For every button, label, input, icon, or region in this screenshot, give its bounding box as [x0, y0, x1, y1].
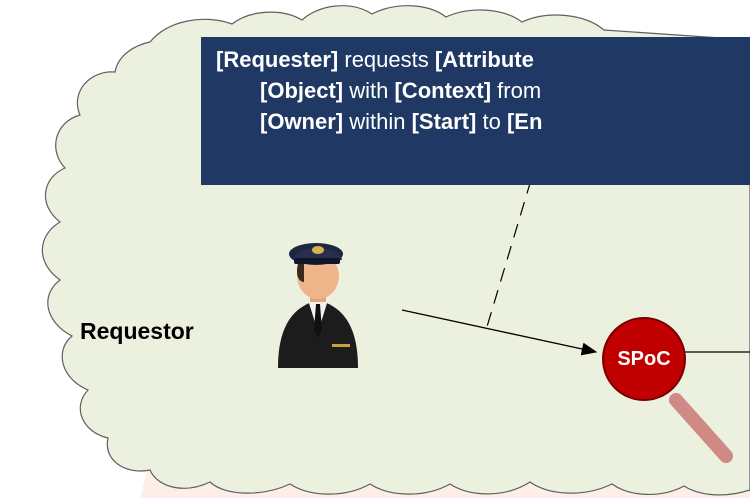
banner-token: [Start] — [411, 109, 477, 134]
spoc-handle — [669, 393, 733, 463]
spoc-label: SPoC — [617, 348, 671, 370]
pilot-person-icon — [278, 243, 358, 368]
banner-line-1: [Requester] requests [Attribute — [216, 44, 534, 75]
banner-token: [Owner] — [260, 109, 344, 134]
banner-token: with — [343, 78, 395, 103]
banner-token: [Context] — [394, 78, 492, 103]
banner-line-2: [Object] with [Context] from — [260, 75, 541, 106]
banner-token: within — [343, 109, 412, 134]
dashed-connector — [485, 179, 532, 331]
spoc-node — [602, 317, 686, 401]
banner-token: [En — [506, 109, 543, 134]
request-arrow — [401, 309, 598, 356]
banner-token: requests — [338, 47, 435, 72]
banner-token: [Requester] — [216, 47, 339, 72]
banner-line-3: [Owner] within [Start] to [En — [260, 106, 542, 137]
banner-token: to — [476, 109, 507, 134]
banner-token: [Object] — [260, 78, 344, 103]
banner-token: from — [491, 78, 542, 103]
banner-token: [Attribute — [434, 47, 534, 72]
requestor-label: Requestor — [80, 318, 194, 344]
access-request-banner: [Requester] requests [Attribute [Object]… — [201, 37, 750, 185]
